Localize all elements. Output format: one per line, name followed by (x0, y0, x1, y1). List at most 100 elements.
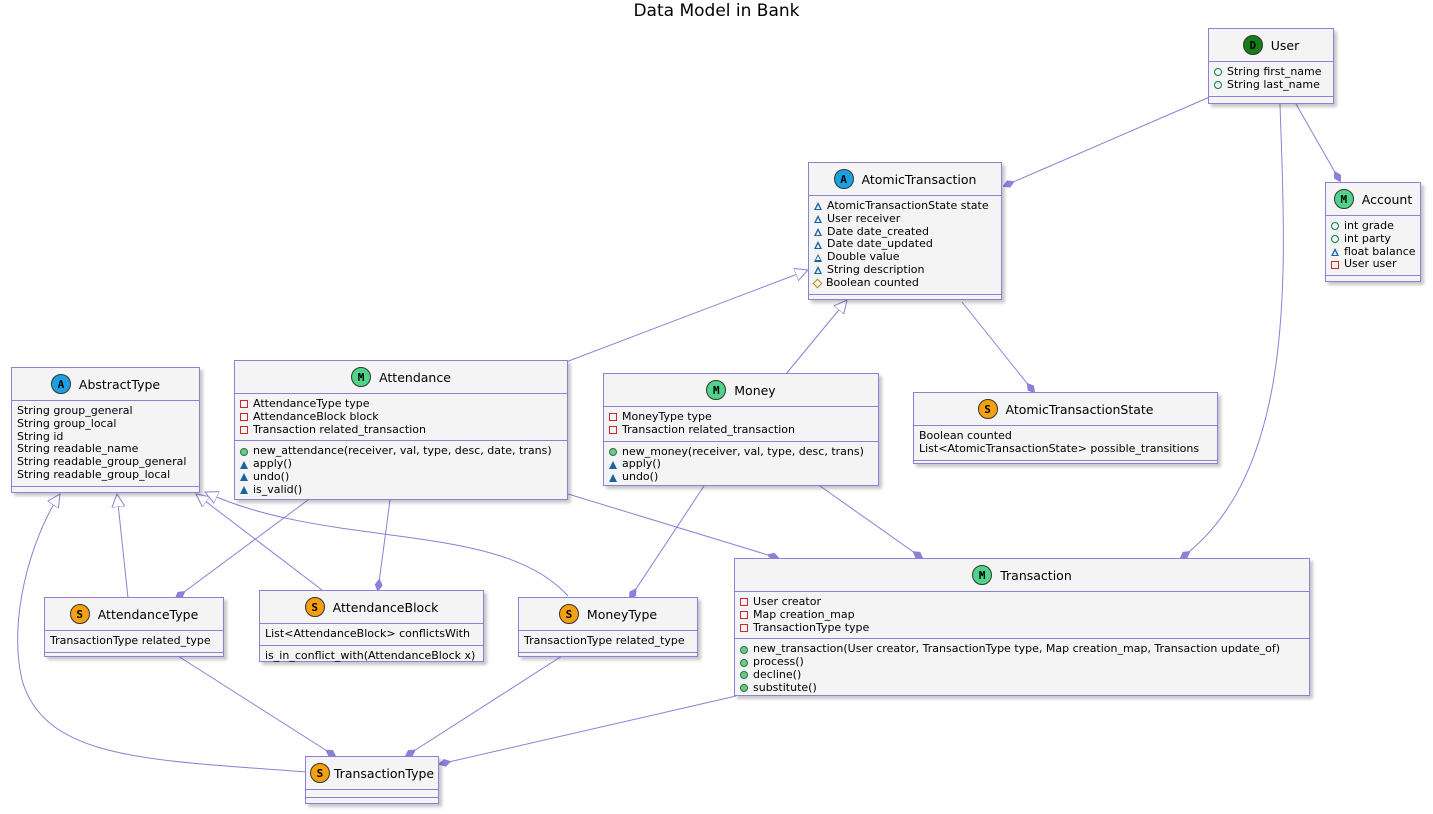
badge-d-icon: D (1242, 35, 1263, 55)
member-text: List<AtomicTransactionState> possible_tr… (919, 441, 1200, 455)
badge-m-icon: M (972, 565, 993, 585)
method-list (1326, 275, 1420, 284)
member-text: is_valid() (253, 482, 303, 496)
class-attendance-type[interactable]: S AttendanceType TransactionType related_… (44, 597, 224, 657)
attribute-row: String readable_name (17, 443, 194, 456)
member-text: int grade (1344, 219, 1394, 232)
method-row: substitute() (740, 680, 1304, 695)
member-text: Transaction related_transaction (622, 422, 795, 436)
attribute-row: Double value (814, 250, 996, 264)
class-name: AttendanceType (97, 606, 199, 622)
class-name: AbstractType (78, 376, 161, 392)
attribute-row: String readable_group_general (17, 455, 194, 469)
member-text: Date date_created (827, 224, 929, 238)
member-text: substitute() (753, 680, 817, 694)
member-text: String readable_group_local (17, 467, 171, 481)
member-text: TransactionType related_type (50, 634, 211, 647)
member-text: User creator (753, 595, 821, 608)
member-text: float balance (1344, 244, 1416, 258)
visibility-private-icon (240, 400, 248, 409)
member-text: String last_name (1227, 77, 1320, 91)
edge-attendance-attendanceblock (378, 499, 391, 590)
member-text: AtomicTransactionState state (827, 199, 989, 212)
visibility-package-icon (814, 215, 822, 224)
member-text: AttendanceType type (253, 397, 370, 410)
edge-user-transaction (1181, 103, 1284, 558)
attribute-row: String id (17, 430, 194, 444)
class-name: Transaction (1000, 567, 1072, 583)
attribute-list (306, 790, 438, 797)
class-name: MoneyType (586, 606, 658, 622)
member-text: apply() (253, 457, 292, 471)
attribute-row: TransactionType related_type (50, 634, 218, 648)
member-text: String readable_name (17, 442, 139, 456)
visibility-package-icon (814, 266, 822, 275)
member-text: Map creation_map (753, 607, 855, 621)
class-name: AtomicTransaction (861, 171, 977, 187)
visibility-package-icon (609, 460, 617, 469)
attribute-row: List<AtomicTransactionState> possible_tr… (919, 441, 1212, 456)
attribute-row: int party (1331, 232, 1415, 246)
visibility-private-icon (240, 413, 248, 422)
member-text: User receiver (827, 211, 901, 225)
member-text: process() (753, 655, 804, 669)
edge-user-account (1295, 103, 1340, 181)
badge-s-icon: S (69, 604, 90, 624)
member-text: String group_local (17, 416, 117, 430)
method-row: is_in_conflict_with(AttendanceBlock x) (265, 648, 478, 663)
attribute-row: String group_general (17, 404, 194, 418)
member-text: MoneyType type (622, 410, 712, 423)
attribute-row: String group_local (17, 416, 194, 431)
method-row: new_attendance(receiver, val, type, desc… (240, 445, 562, 458)
member-text: apply() (622, 457, 661, 471)
class-name: TransactionType (333, 765, 435, 781)
method-list: new_attendance(receiver, val, type, desc… (235, 440, 567, 500)
method-row: process() (740, 655, 1304, 669)
visibility-protected-icon (812, 278, 823, 289)
visibility-public-icon (740, 684, 748, 693)
edge-attendancetype-abstracttype (117, 494, 129, 599)
method-row: decline() (740, 668, 1304, 682)
visibility-public-icon (1214, 68, 1222, 77)
edge-money-atomictransaction (785, 300, 847, 375)
visibility-private-icon (740, 598, 748, 607)
edge-money-moneytype (630, 485, 705, 598)
method-list (519, 651, 697, 661)
visibility-public-icon (1214, 81, 1222, 90)
member-text: is_in_conflict_with(AttendanceBlock x) (265, 648, 476, 662)
member-text: List<AttendanceBlock> conflictsWith (265, 627, 470, 640)
visibility-public-icon (740, 645, 748, 654)
method-list: is_in_conflict_with(AttendanceBlock x) (260, 644, 483, 667)
badge-m-icon: M (706, 380, 727, 400)
badge-s-icon: S (309, 763, 330, 783)
method-list (12, 485, 199, 495)
method-list (45, 651, 223, 661)
method-row: apply() (240, 457, 562, 471)
edge-moneytype-abstracttype (205, 492, 569, 597)
attribute-row: TransactionType type (740, 620, 1304, 635)
badge-s-icon: S (304, 597, 325, 617)
member-text: TransactionType type (753, 620, 870, 634)
visibility-public-icon (740, 671, 748, 680)
visibility-package-icon (240, 486, 248, 495)
method-row: is_valid() (240, 482, 562, 497)
method-list (809, 293, 1001, 303)
attribute-row: Date date_updated (814, 238, 996, 251)
attribute-row: Transaction related_transaction (609, 422, 873, 437)
